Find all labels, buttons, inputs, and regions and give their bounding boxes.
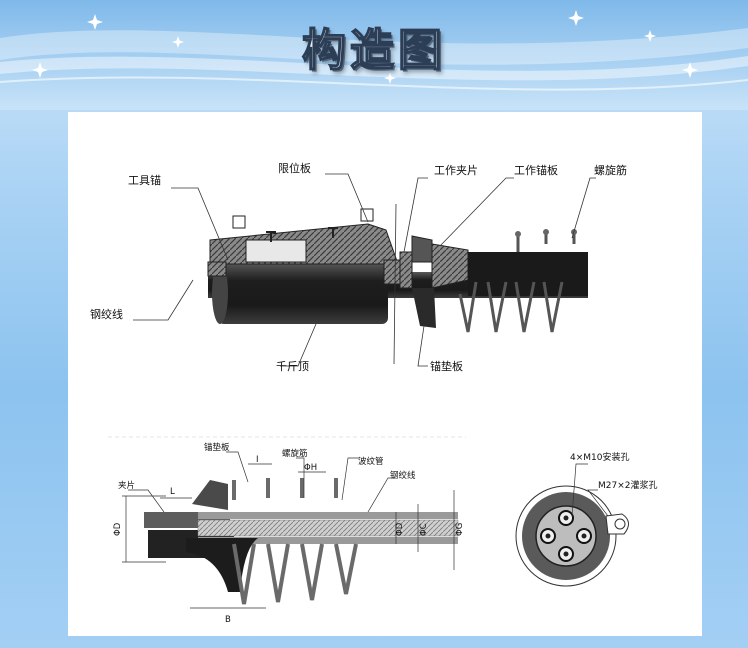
label-work-anchor-plate: 工作锚板 (514, 163, 558, 177)
label-spiral-rebar: 螺旋筋 (594, 163, 627, 177)
header-banner (0, 0, 748, 110)
top-jack-assembly: 工具锚 限位板 工作夹片 工作锚板 螺旋筋 钢绞线 千斤顶 锚垫板 (90, 161, 627, 373)
label-bearing-plate-2: 锚垫板 (204, 442, 230, 453)
label-limit-plate: 限位板 (278, 161, 311, 175)
duct (198, 512, 458, 519)
bottom-section-view: 夹片 锚垫板 螺旋筋 波纹管 钢绞线 L I ΦH B ΦD ΦD ΦC ΦG (108, 436, 466, 625)
piston (245, 239, 307, 263)
label-bearing-plate: 锚垫板 (430, 359, 463, 373)
tool-anchor (207, 261, 227, 277)
label-tool-anchor: 工具锚 (128, 173, 161, 187)
top-spiral (458, 234, 576, 333)
label-jack: 千斤顶 (276, 360, 309, 373)
dim-PhiG: ΦG (455, 523, 465, 536)
label-strand-2: 钢绞线 (390, 470, 416, 481)
construction-diagram: 工具锚 限位板 工作夹片 工作锚板 螺旋筋 钢绞线 千斤顶 锚垫板 (90, 161, 658, 625)
dim-PhiD-2: ΦD (395, 522, 405, 536)
mount-tab (232, 215, 246, 229)
work-anchor-plate (431, 243, 469, 289)
label-work-wedge: 工作夹片 (434, 164, 478, 177)
sparkle-icons (32, 10, 698, 84)
label-grout-hole: M27×2灌浆孔 (598, 479, 658, 491)
label-spiral-2: 螺旋筋 (282, 448, 308, 459)
bearing-plate (412, 288, 436, 328)
dim-PhiD: ΦD (113, 522, 123, 536)
label-install-holes: 4×M10安装孔 (570, 451, 630, 463)
dim-B: B (225, 615, 231, 625)
end-view: 4×M10安装孔 M27×2灌浆孔 (515, 451, 658, 587)
dim-L: L (170, 487, 175, 497)
dim-PhiC: ΦC (419, 523, 429, 536)
work-wedge (399, 251, 413, 289)
dim-I: I (256, 455, 259, 465)
bottom-spiral (232, 478, 358, 605)
jack-body (218, 262, 388, 324)
dim-PhiH: ΦH (304, 463, 317, 473)
label-wedge: 夹片 (118, 480, 135, 491)
page-title: 构造图 (301, 24, 446, 77)
diagram-panel: 工具锚 限位板 工作夹片 工作锚板 螺旋筋 钢绞线 千斤顶 锚垫板 (68, 112, 702, 636)
label-duct: 波纹管 (358, 456, 384, 467)
label-strand: 钢绞线 (90, 307, 123, 321)
